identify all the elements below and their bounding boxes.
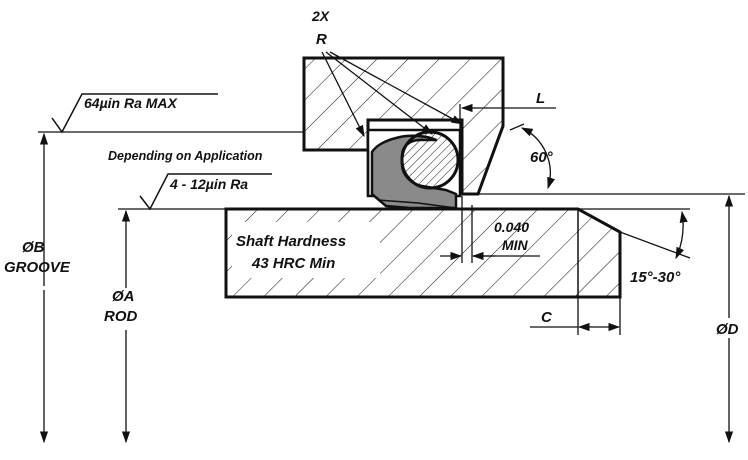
label-dia-b: ØB (22, 239, 45, 256)
label-chamfer-angle: 15°-30° (630, 269, 681, 286)
label-qty: 2X (311, 8, 331, 24)
label-rod-finish: 4 - 12µin Ra (169, 176, 248, 192)
shaft (224, 207, 622, 299)
housing-body (302, 56, 505, 196)
label-rod: ROD (104, 308, 138, 325)
label-dim-c: C (541, 309, 553, 326)
label-hardness-value: 43 HRC Min (251, 255, 335, 272)
energizer-ring (400, 130, 460, 190)
label-dim-l: L (536, 90, 545, 107)
seal-lip (377, 199, 457, 209)
surface-finish-groove (51, 93, 218, 134)
label-dia-d: ØD (716, 321, 739, 338)
radius-leaders (321, 51, 464, 138)
label-groove: GROOVE (4, 259, 71, 276)
label-dia-a: ØA (112, 288, 135, 305)
angle-chamfer (578, 208, 691, 260)
label-shaft-hardness: Shaft Hardness (236, 233, 346, 250)
label-angle-60: 60° (530, 149, 554, 166)
seal (370, 130, 460, 210)
label-gap-value: 0.040 (494, 219, 529, 235)
label-depending: Depending on Application (108, 149, 263, 163)
angle-60 (509, 123, 556, 190)
surface-finish-rod (139, 173, 272, 211)
label-groove-finish: 64µin Ra MAX (84, 95, 179, 111)
shaft-text-area (232, 222, 380, 278)
label-radius: R (316, 31, 327, 48)
label-gap-min: MIN (502, 237, 529, 253)
